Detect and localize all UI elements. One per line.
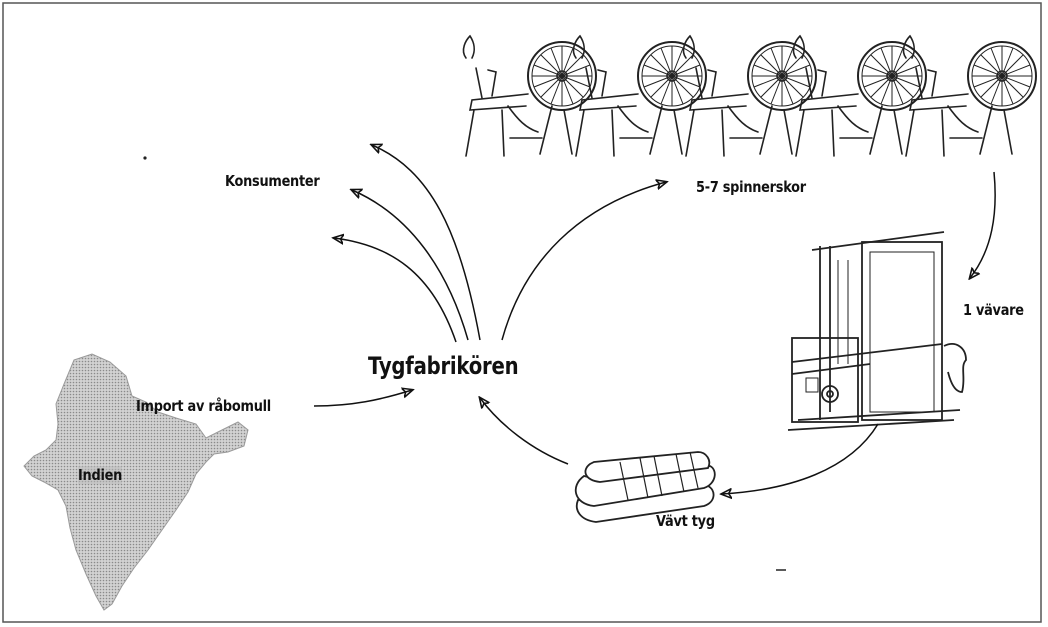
- arrow-to-consumers-3: [334, 238, 457, 343]
- arrow-import: [313, 390, 412, 407]
- country-label: Indien: [78, 466, 123, 484]
- center-label: Tygfabrikören: [368, 352, 519, 380]
- arrow-to-fabric: [722, 423, 879, 494]
- spinning-wheel-icon: [792, 35, 927, 157]
- spinners-label: 5-7 spinnerskor: [696, 178, 806, 196]
- spinning-wheel-icon: [572, 35, 707, 157]
- loom-icon: [787, 231, 967, 431]
- consumers-label: Konsumenter: [225, 172, 320, 190]
- import-label: Import av råbomull: [136, 397, 271, 415]
- fabric-label: Vävt tyg: [656, 512, 715, 530]
- arrow-to-spinners: [501, 182, 666, 341]
- spinning-wheel-icon: [902, 35, 1037, 157]
- arrow-to-weaver: [970, 171, 996, 278]
- flow-arrows: [313, 145, 996, 494]
- arrow-to-consumers-2: [352, 190, 469, 341]
- arrow-fabric-to-center: [480, 398, 569, 465]
- spinning-wheel-icon: [462, 35, 597, 157]
- india-map-icon: [23, 353, 249, 611]
- weaver-label: 1 vävare: [963, 301, 1024, 319]
- arrow-to-consumers-1: [372, 145, 481, 341]
- spinning-wheel-icon: [682, 35, 817, 157]
- folded-fabric-icon: [574, 451, 716, 523]
